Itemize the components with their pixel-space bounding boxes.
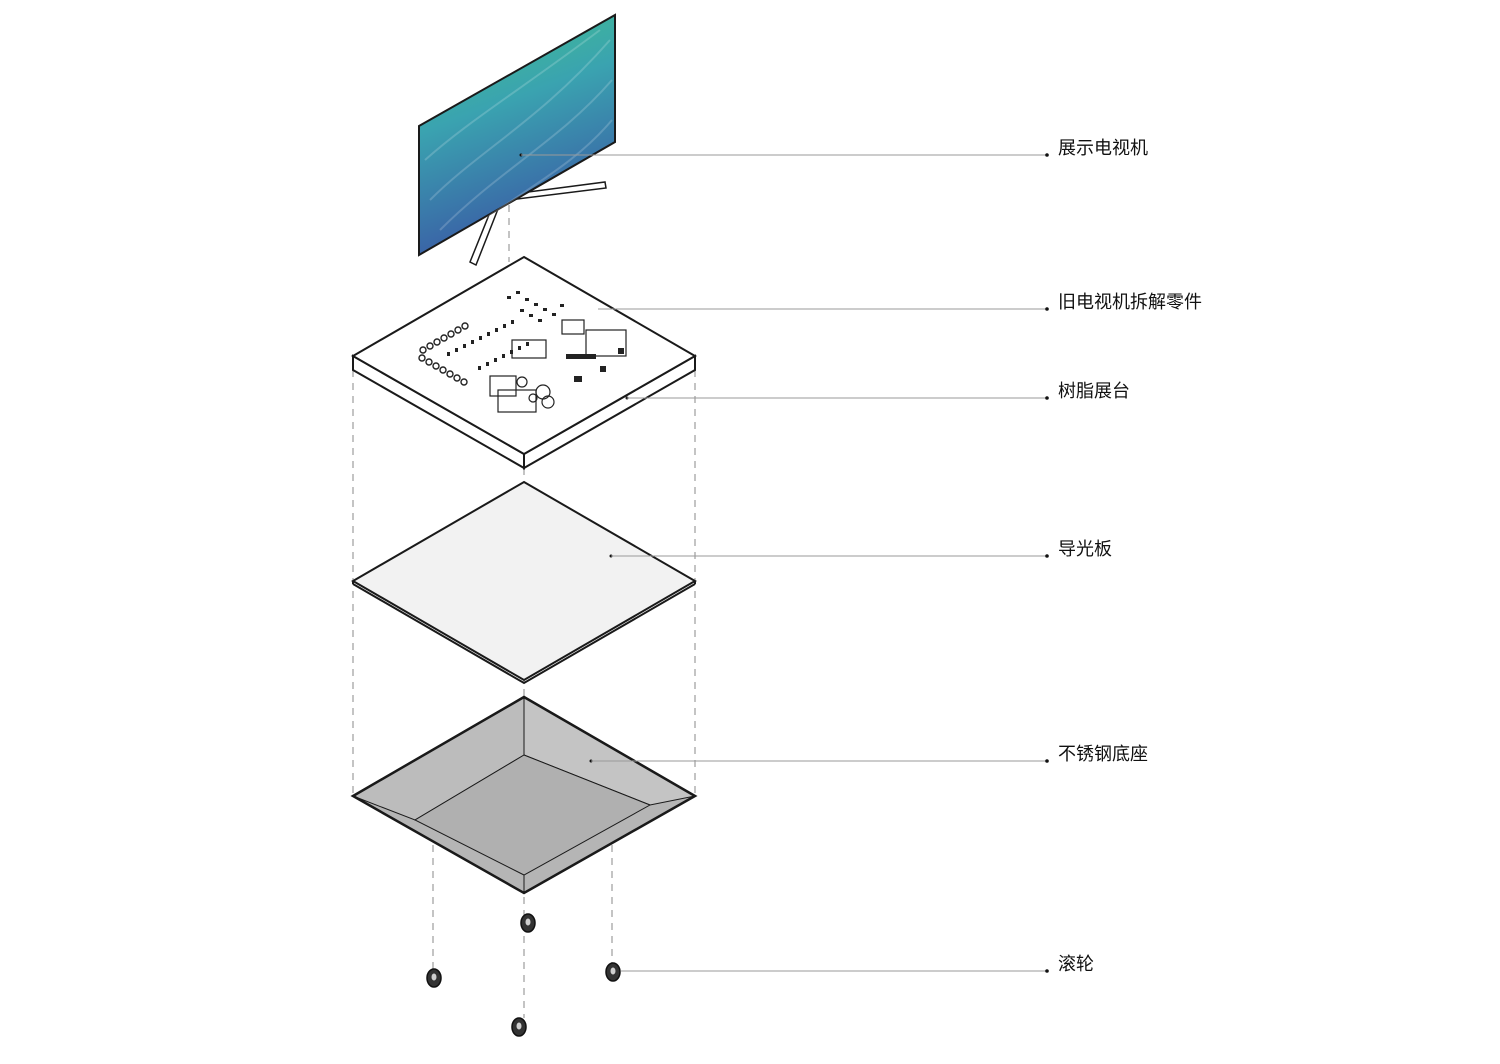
steel-base-model	[350, 695, 698, 895]
label-tv: 展示电视机	[1058, 138, 1148, 159]
label-resin: 树脂展台	[1058, 381, 1130, 402]
leader-lines	[521, 154, 1046, 972]
leader-dots	[1045, 153, 1049, 973]
label-steel-base: 不锈钢底座	[1058, 744, 1148, 765]
caster-wheel	[605, 962, 621, 982]
light-guide-plate-model	[351, 480, 697, 685]
label-casters: 滚轮	[1058, 954, 1094, 975]
caster-wheel	[511, 1017, 527, 1037]
embedded-components	[418, 291, 629, 413]
casters-model	[426, 913, 621, 1037]
label-light-guide: 导光板	[1058, 539, 1112, 560]
tv-screen	[418, 13, 616, 257]
label-parts: 旧电视机拆解零件	[1058, 292, 1202, 313]
caster-wheel	[520, 913, 536, 933]
tv-model	[418, 13, 616, 267]
caster-wheel	[426, 968, 442, 988]
resin-platform-model	[350, 255, 698, 470]
